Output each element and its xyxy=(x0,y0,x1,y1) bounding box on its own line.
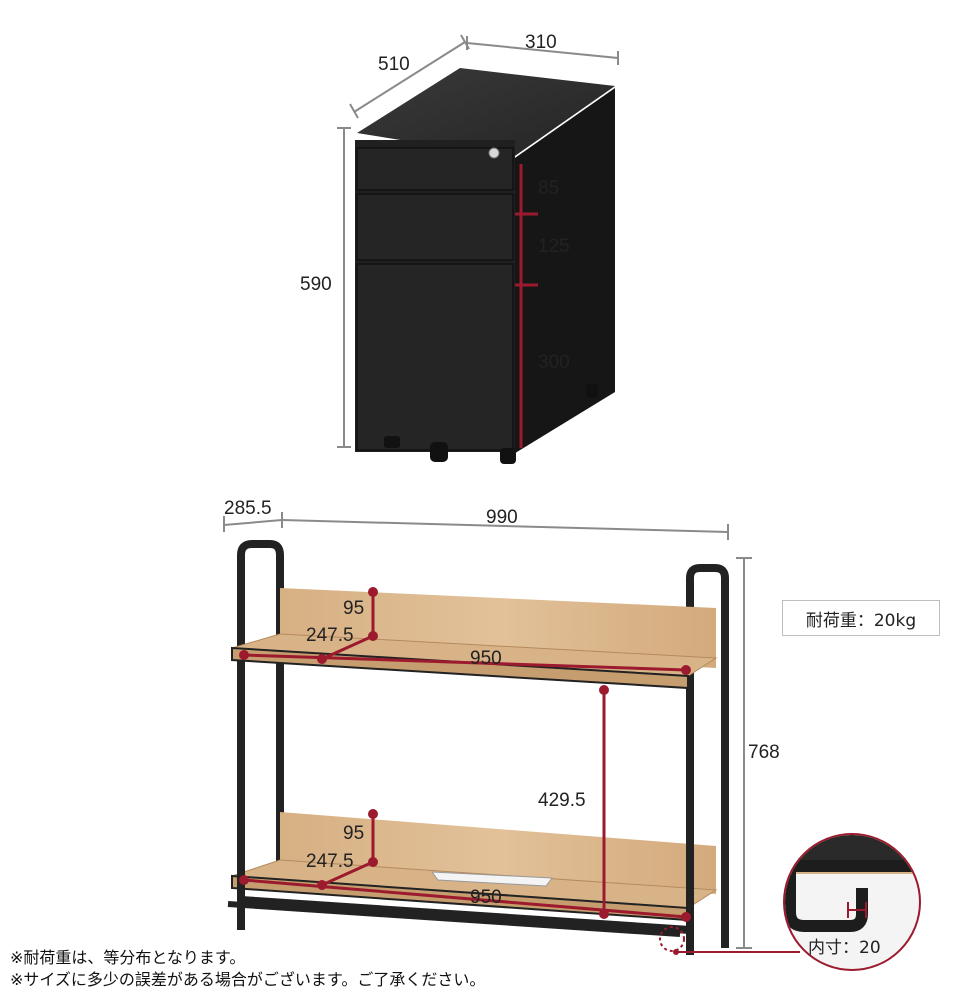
lower-depth-label: 247.5 xyxy=(306,851,354,872)
drawer-bottom xyxy=(356,263,514,451)
drawer-2-height-label: 125 xyxy=(538,236,570,257)
detail-leader-dot xyxy=(673,949,679,955)
detail-marker xyxy=(659,926,685,952)
clearance-label: 429.5 xyxy=(538,790,586,811)
shelf-gray-dimensions xyxy=(223,512,752,949)
cabinet-top xyxy=(357,68,615,158)
cabinet-height-label: 590 xyxy=(300,274,332,295)
drawer-red-dimensions xyxy=(515,164,538,448)
filing-cabinet: 510 310 590 85 125 300 xyxy=(300,32,619,464)
lower-width-label: 950 xyxy=(470,887,502,908)
shelf-depth-label: 285.5 xyxy=(224,498,272,519)
cabinet-side-panel xyxy=(512,88,615,455)
upper-width-label: 950 xyxy=(470,648,502,669)
load-capacity-text: 耐荷重：20kg xyxy=(805,610,917,631)
lower-shelf-red-dimensions xyxy=(239,809,691,922)
bottom-rail xyxy=(227,901,681,937)
detail-label: 内寸：20 xyxy=(808,938,881,958)
drawer-3-height-label: 300 xyxy=(538,352,570,373)
drawer-middle xyxy=(356,193,514,261)
shelf-height-label: 768 xyxy=(748,742,780,763)
drawer-1-height-label: 85 xyxy=(538,178,559,199)
cabinet-depth-label: 510 xyxy=(378,54,410,75)
caster-wheels xyxy=(384,384,598,464)
cable-slot xyxy=(430,871,553,887)
lower-shelf-back xyxy=(280,812,716,894)
load-capacity-box: 耐荷重：20kg xyxy=(782,600,940,636)
lower-back-height-label: 95 xyxy=(343,823,364,844)
cabinet-gray-dimensions xyxy=(337,34,619,448)
upper-depth-label: 247.5 xyxy=(306,625,354,646)
footnote-2: ※サイズに多少の誤差がある場合がございます。ご了承ください。 xyxy=(10,970,486,989)
upper-shelf-red-dimensions xyxy=(239,587,691,675)
footnotes: ※耐荷重は、等分布となります。 ※サイズに多少の誤差がある場合がございます。ご了… xyxy=(10,947,485,991)
cabinet-width-label: 310 xyxy=(525,32,557,53)
upper-back-height-label: 95 xyxy=(343,598,364,619)
footnote-1: ※耐荷重は、等分布となります。 xyxy=(10,948,246,967)
shelf-front-legs xyxy=(237,660,694,955)
shelf-width-label: 990 xyxy=(486,507,518,528)
desk-shelf: 285.5 990 768 95 247.5 950 429.5 xyxy=(223,498,921,971)
lock-icon xyxy=(488,147,500,159)
drawer-top xyxy=(356,147,514,191)
shelf-frame xyxy=(237,540,729,948)
